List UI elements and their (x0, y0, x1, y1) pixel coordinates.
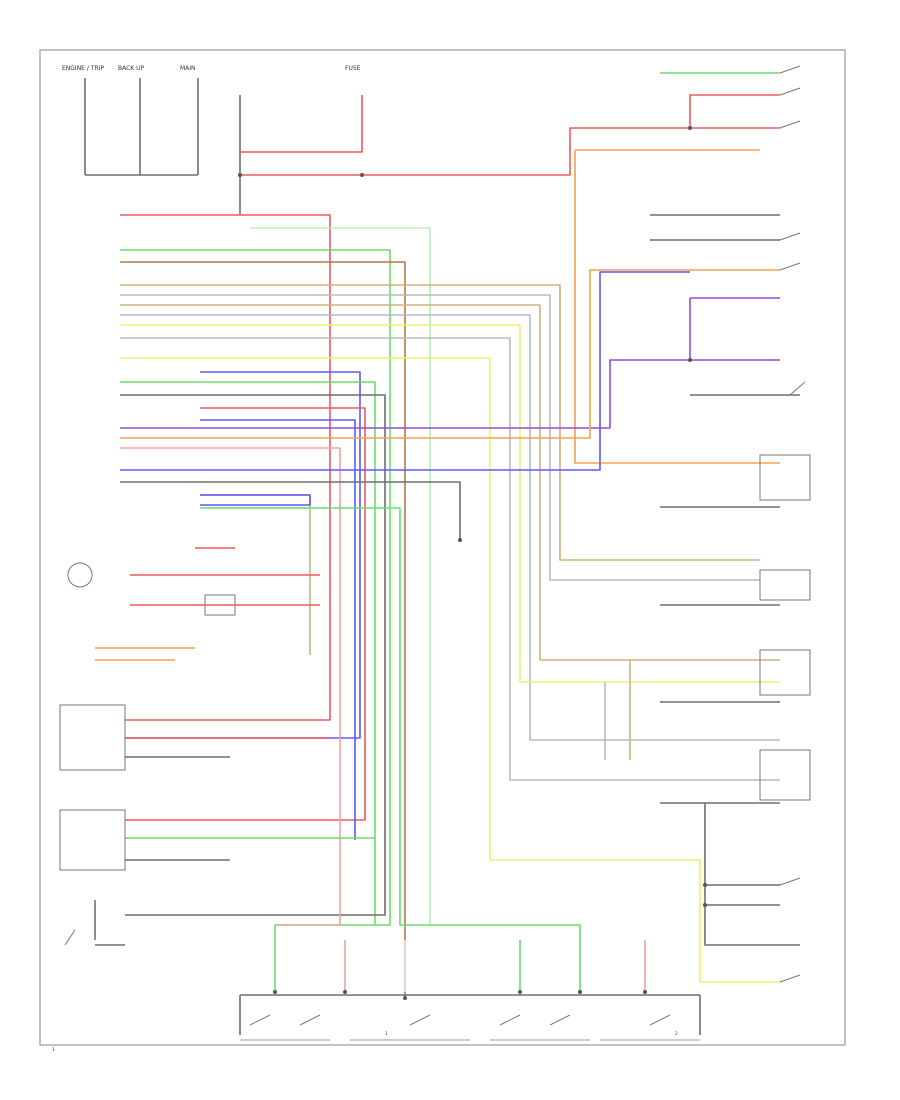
wire-yellow-21 (120, 357, 780, 983)
wire-tan-15 (120, 284, 760, 561)
wire-red-5 (240, 95, 363, 153)
wire-orange-9 (574, 150, 780, 464)
wire-gray-18 (120, 314, 780, 741)
fuse-label-fuse: FUSE (345, 65, 361, 72)
fuse-label-engine: ENGINE / TRIP (62, 65, 104, 72)
wire-blue-30 (120, 271, 690, 471)
wire-blue-26 (200, 419, 356, 840)
wire-red-25 (125, 407, 366, 821)
wire-brown-14 (120, 261, 406, 998)
wire-layer (84, 72, 800, 1035)
fuse-label-backup: BACK UP (118, 65, 145, 72)
diagram-frame (39, 49, 846, 1046)
wire-lightgreen-12 (250, 227, 431, 925)
connector-pin-2: 2 (675, 1031, 678, 1037)
wire-pink-29 (120, 447, 341, 926)
connector-pin-1: 1 (385, 1031, 388, 1037)
wire-green-13 (120, 249, 391, 992)
wire-red-11 (120, 214, 331, 721)
wire-gray-20 (120, 337, 780, 781)
connector-dots (238, 126, 707, 1000)
wire-black-31 (120, 481, 461, 540)
wire-blue-22 (125, 371, 361, 739)
wire-green-23 (120, 381, 376, 925)
wire-green-34 (200, 507, 581, 992)
wire-blue-33 (200, 494, 311, 506)
switch-symbols (59, 65, 811, 1026)
wire-black-46 (704, 803, 800, 946)
wire-yellow-19 (120, 324, 780, 683)
fuse-label-main: MAIN (180, 65, 196, 72)
wire-black-24 (120, 394, 386, 916)
wire-orange-28 (120, 269, 780, 439)
footer-code: 1 (52, 1047, 55, 1053)
wire-red-6 (240, 94, 780, 176)
wire-tan-17 (120, 304, 780, 661)
wire-violet-27 (120, 359, 780, 429)
